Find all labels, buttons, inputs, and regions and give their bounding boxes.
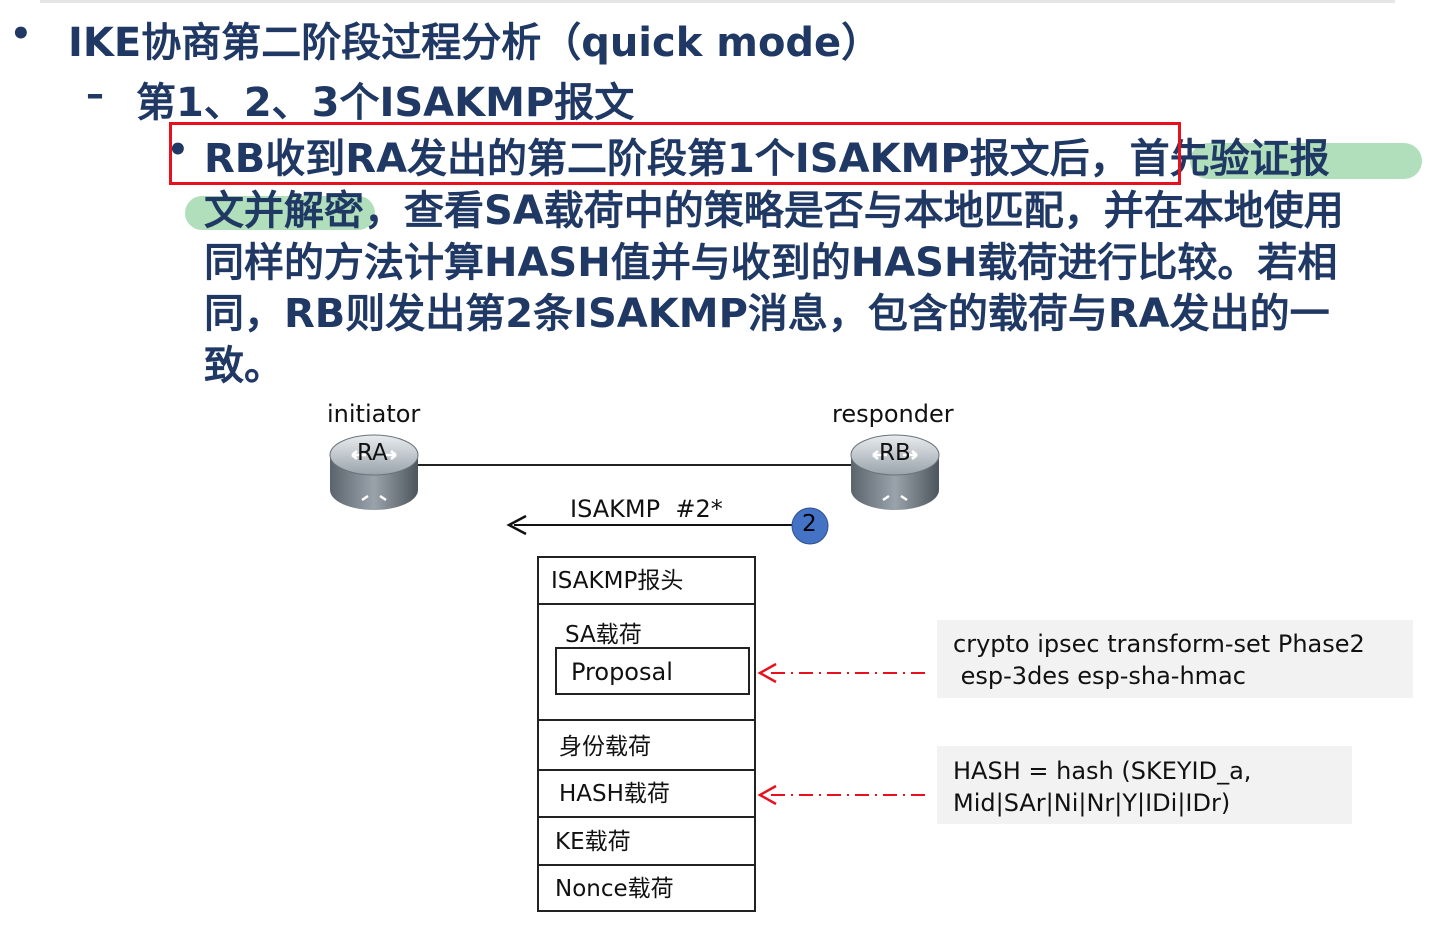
heading-bullet: • <box>10 14 32 54</box>
ke-payload: KE载荷 <box>537 816 756 864</box>
proposal-pointer-head <box>757 662 777 684</box>
slide-subtitle: 第1、2、3个ISAKMP报文 <box>136 80 635 126</box>
top-divider <box>40 0 1395 3</box>
router-rb-label: RB <box>879 440 911 466</box>
message-arrowhead <box>506 514 527 536</box>
message-label: ISAKMP #2* <box>570 495 723 523</box>
id-payload: 身份载荷 <box>537 719 756 769</box>
paragraph-line-4: 同，RB则发出第2条ISAKMP消息，包含的载荷与RA发出的一 <box>204 291 1330 337</box>
transform-note-line-2: esp-3des esp-sha-hmac <box>953 662 1246 690</box>
paragraph-line-2: 文并解密，查看SA载荷中的策略是否与本地匹配，并在本地使用 <box>204 188 1344 234</box>
hash-note-line-2: Mid|SAr|Ni|Nr|Y|IDi|IDr) <box>953 789 1231 817</box>
packet-structure: ISAKMP报头 SA载荷 身份载荷 HASH载荷 KE载荷 Nonce载荷 <box>537 556 756 912</box>
router-ra-label: RA <box>357 440 388 466</box>
hash-pointer-head <box>757 784 777 806</box>
packet-header: ISAKMP报头 <box>537 556 756 603</box>
slide-title: IKE协商第二阶段过程分析（quick mode） <box>68 20 882 66</box>
sa-payload: SA载荷 <box>537 603 756 719</box>
step-number: 2 <box>802 511 817 537</box>
nonce-payload: Nonce载荷 <box>537 864 756 912</box>
highlight-verify <box>1190 143 1422 179</box>
highlight-decrypt <box>185 196 375 230</box>
emphasis-frame <box>169 122 1181 185</box>
hash-note: HASH = hash (SKEYID_a, Mid|SAr|Ni|Nr|Y|I… <box>937 746 1352 824</box>
proposal-box: Proposal <box>555 647 750 695</box>
transform-set-note: crypto ipsec transform-set Phase2 esp-3d… <box>937 620 1413 698</box>
router-icon-ra <box>329 434 419 510</box>
paragraph-line-1: RB收到RA发出的第二阶段第1个ISAKMP报文后，首先验证报 <box>204 136 1330 182</box>
hash-note-line-1: HASH = hash (SKEYID_a, <box>953 757 1252 785</box>
transform-note-line-1: crypto ipsec transform-set Phase2 <box>953 630 1365 658</box>
paragraph-line-5: 致。 <box>204 343 284 389</box>
sa-payload-label: SA载荷 <box>565 622 642 648</box>
subheading-bullet: – <box>86 74 104 115</box>
step-badge <box>791 507 829 545</box>
initiator-label: initiator <box>327 400 421 428</box>
responder-label: responder <box>832 400 954 428</box>
router-icon-rb <box>850 434 940 510</box>
paragraph-bullet: • <box>167 130 189 170</box>
paragraph-line-3: 同样的方法计算HASH值并与收到的HASH载荷进行比较。若相 <box>204 240 1338 286</box>
hash-payload: HASH载荷 <box>537 769 756 816</box>
